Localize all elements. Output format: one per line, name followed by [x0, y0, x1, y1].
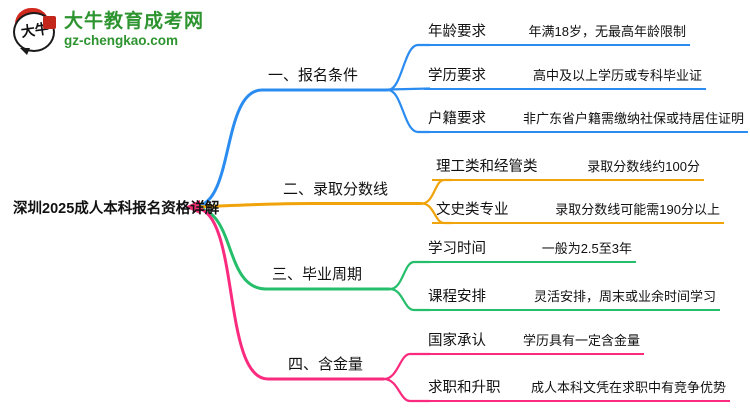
root-topic: 深圳2025成人本科报名资格详解 [13, 201, 220, 217]
leaf-row-science-score: 理工类和经管类 录取分数线约100分 [432, 155, 704, 181]
leaf-row-residence: 户籍要求 非广东省户籍需缴纳社保或持居住证明 [424, 107, 748, 133]
leaf-row-career: 求职和升职 成人本科文凭在求职中有竞争优势 [424, 376, 730, 402]
leaf-value: 非广东省户籍需缴纳社保或持居住证明 [522, 111, 744, 126]
site-title: 大牛教育成考网 [64, 10, 205, 32]
leaf-label: 年龄要求 [428, 24, 486, 40]
leaf-value: 学历具有一定含金量 [522, 333, 640, 348]
logo-bubble-tail [20, 48, 30, 55]
leaf-value: 成人本科文凭在求职中有竞争优势 [530, 380, 726, 395]
leaf-label: 求职和升职 [428, 380, 501, 396]
leaf-row-study-time: 学习时间 一般为2.5至3年 [424, 237, 636, 263]
branch2-main-line [196, 202, 422, 209]
site-logo: 大牛 大牛教育成考网 gz-chengkao.com [12, 8, 205, 55]
leaf-row-state-recognized: 国家承认 学历具有一定含金量 [424, 329, 644, 355]
leaf-label: 国家承认 [428, 333, 486, 349]
leaf-label: 学习时间 [428, 241, 486, 257]
leaf-row-course-schedule: 课程安排 灵活安排，周末或业余时间学习 [424, 285, 720, 311]
leaf-value: 灵活安排，周末或业余时间学习 [533, 289, 716, 304]
leaf-label: 学历要求 [428, 68, 486, 84]
leaf-label: 户籍要求 [428, 111, 486, 127]
leaf-value: 年满18岁，无最高年龄限制 [528, 24, 686, 39]
leaf-row-age: 年龄要求 年满18岁，无最高年龄限制 [424, 20, 690, 46]
leaf-row-education: 学历要求 高中及以上学历或专科毕业证 [424, 64, 706, 90]
logo-text-block: 大牛教育成考网 gz-chengkao.com [64, 10, 205, 48]
leaf-label: 课程安排 [428, 289, 486, 305]
leaf-row-liberal-score: 文史类专业 录取分数线可能需190分以上 [432, 198, 724, 224]
logo-red-seal-icon [43, 16, 56, 29]
leaf-label: 文史类专业 [436, 202, 509, 218]
site-url: gz-chengkao.com [64, 32, 179, 48]
branch1-label: 一、报名条件 [268, 67, 359, 84]
branch3-label: 三、毕业周期 [272, 266, 363, 283]
branch4-label: 四、含金量 [288, 356, 364, 373]
leaf-value: 高中及以上学历或专科毕业证 [532, 68, 702, 83]
logo-bubble-icon: 大牛 [12, 8, 56, 55]
leaf-label: 理工类和经管类 [436, 159, 538, 175]
leaf-value: 一般为2.5至3年 [541, 241, 632, 256]
leaf-value: 录取分数线可能需190分以上 [555, 202, 720, 217]
branch2-label: 二、录取分数线 [283, 181, 389, 198]
leaf-value: 录取分数线约100分 [587, 159, 700, 174]
